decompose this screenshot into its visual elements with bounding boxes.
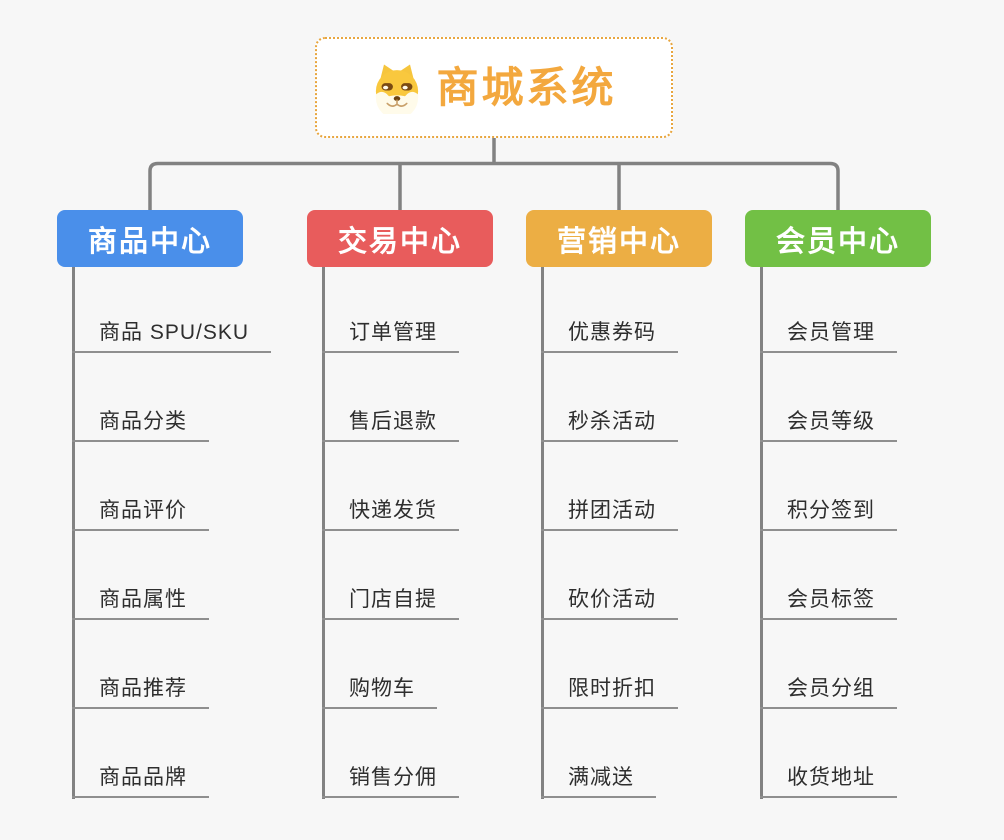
branch-label: 商品中心 [87, 225, 212, 258]
doge-icon [376, 63, 419, 114]
child-topic[interactable]: 会员等级 [760, 409, 897, 442]
branch-header-member-center[interactable]: 会员中心 [745, 210, 931, 267]
branch-header-marketing-center[interactable]: 营销中心 [526, 210, 712, 267]
child-topic[interactable]: 购物车 [322, 676, 437, 709]
child-topic[interactable]: 售后退款 [322, 409, 459, 442]
child-topic[interactable]: 订单管理 [322, 320, 459, 353]
child-topic[interactable]: 积分签到 [760, 498, 897, 531]
child-topic[interactable]: 商品 SPU/SKU [72, 320, 272, 353]
child-topic[interactable]: 会员标签 [760, 587, 897, 620]
branch-connector-line [322, 267, 325, 799]
child-topic[interactable]: 商品分类 [72, 409, 209, 442]
child-topic[interactable]: 拼团活动 [541, 498, 678, 531]
child-topic[interactable]: 商品品牌 [72, 765, 209, 798]
child-topic[interactable]: 砍价活动 [541, 587, 678, 620]
tree-connector-path [148, 138, 840, 210]
child-topic[interactable]: 会员分组 [760, 676, 897, 709]
root-title: 商城系统 [436, 63, 617, 111]
child-topic[interactable]: 满减送 [541, 765, 656, 798]
child-topic[interactable]: 秒杀活动 [541, 409, 678, 442]
child-topic[interactable]: 会员管理 [760, 320, 897, 353]
child-topic[interactable]: 收货地址 [760, 765, 897, 798]
branch-label: 会员中心 [775, 225, 900, 258]
root-node[interactable]: 商城系统 [315, 37, 673, 138]
branch-connector-line [760, 267, 763, 799]
child-topic[interactable]: 商品推荐 [72, 676, 209, 709]
branch-header-product-center[interactable]: 商品中心 [57, 210, 243, 267]
branch-connector-line [541, 267, 544, 799]
child-topic[interactable]: 优惠券码 [541, 320, 678, 353]
child-topic[interactable]: 限时折扣 [541, 676, 678, 709]
child-topic[interactable]: 销售分佣 [322, 765, 459, 798]
branch-connector-line [72, 267, 75, 799]
branch-label: 营销中心 [556, 225, 681, 258]
child-topic[interactable]: 快递发货 [322, 498, 459, 531]
branch-label: 交易中心 [337, 225, 462, 258]
child-topic[interactable]: 商品评价 [72, 498, 209, 531]
child-topic[interactable]: 门店自提 [322, 587, 459, 620]
branch-header-trade-center[interactable]: 交易中心 [307, 210, 493, 267]
child-topic[interactable]: 商品属性 [72, 587, 209, 620]
